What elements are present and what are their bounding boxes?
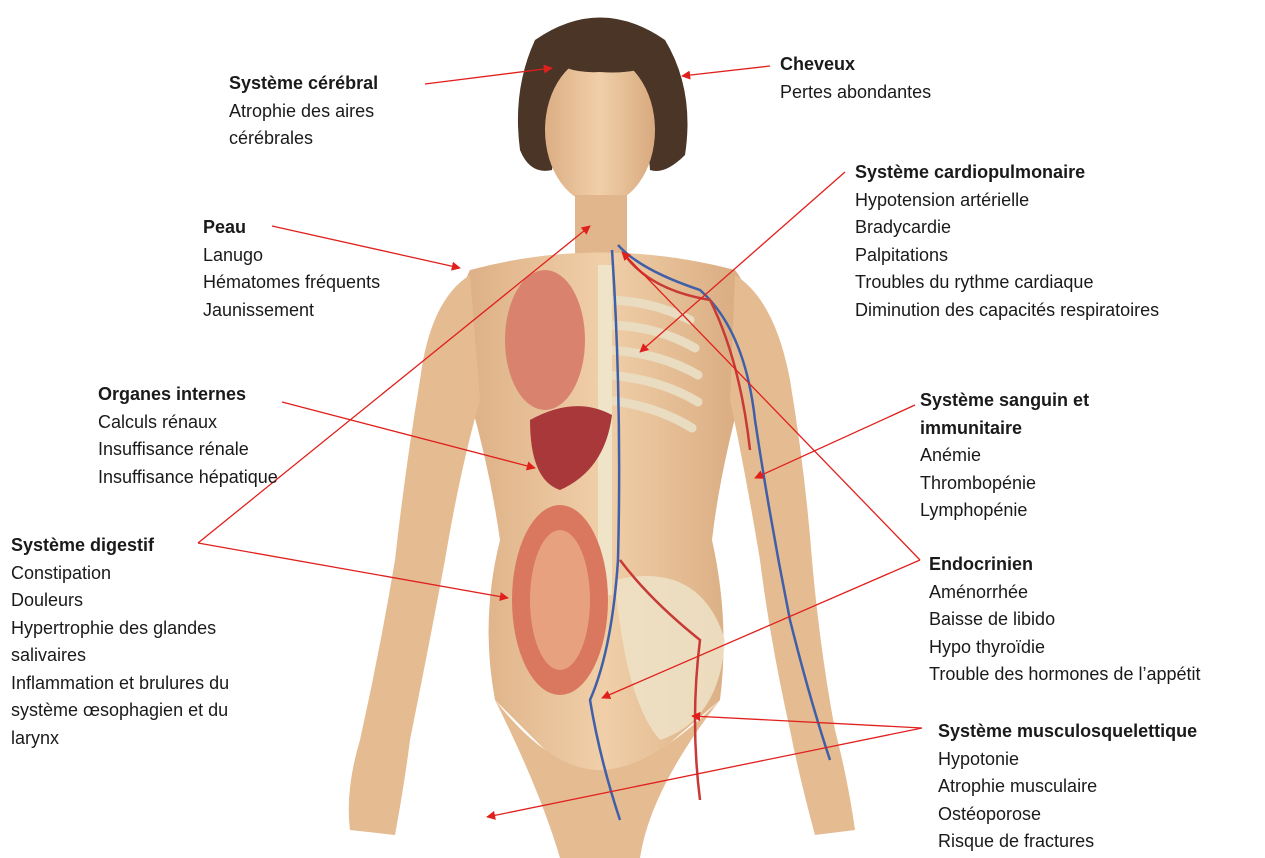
label-item: Troubles du rythme cardiaque xyxy=(855,269,1159,297)
head xyxy=(545,55,655,205)
label-title: Endocrinien xyxy=(929,551,1201,579)
right-arm xyxy=(730,275,855,835)
label-item: salivaires xyxy=(11,642,229,670)
label-item: Risque de fractures xyxy=(938,828,1197,856)
arrow-digestif-2 xyxy=(198,543,508,598)
label-item: Atrophie musculaire xyxy=(938,773,1197,801)
label-item: Hypertrophie des glandes xyxy=(11,615,229,643)
label-item: Jaunissement xyxy=(203,297,380,325)
label-item: Pertes abondantes xyxy=(780,79,931,107)
label-cardio: Système cardiopulmonaire Hypotension art… xyxy=(855,159,1159,324)
label-title: Système digestif xyxy=(11,532,229,560)
label-item: Aménorrhée xyxy=(929,579,1201,607)
label-item: Lanugo xyxy=(203,242,380,270)
label-item: Insuffisance rénale xyxy=(98,436,278,464)
label-title: Système cardiopulmonaire xyxy=(855,159,1159,187)
label-musculo: Système musculosquelettique Hypotonie At… xyxy=(938,718,1197,856)
label-item: Constipation xyxy=(11,560,229,588)
label-item: Douleurs xyxy=(11,587,229,615)
label-title: Cheveux xyxy=(780,51,931,79)
label-item: Hypo thyroïdie xyxy=(929,634,1201,662)
label-item: système œsophagien et du xyxy=(11,697,229,725)
label-item: Palpitations xyxy=(855,242,1159,270)
label-title: Organes internes xyxy=(98,381,278,409)
body-figure xyxy=(349,18,855,858)
label-peau: Peau Lanugo Hématomes fréquents Jaunisse… xyxy=(203,214,380,324)
label-title: Système cérébral xyxy=(229,70,378,98)
label-item: Atrophie des aires xyxy=(229,98,378,126)
label-item: Thrombopénie xyxy=(920,470,1089,498)
label-title: Peau xyxy=(203,214,380,242)
label-item: Trouble des hormones de l’appétit xyxy=(929,661,1201,689)
label-item: Insuffisance hépatique xyxy=(98,464,278,492)
label-title: immunitaire xyxy=(920,415,1089,443)
arrow-cheveux xyxy=(682,66,770,76)
lung xyxy=(505,270,585,410)
label-item: Hématomes fréquents xyxy=(203,269,380,297)
label-sanguin: Système sanguin et immunitaire Anémie Th… xyxy=(920,387,1089,525)
label-item: cérébrales xyxy=(229,125,378,153)
label-endocrinien: Endocrinien Aménorrhée Baisse de libido … xyxy=(929,551,1201,689)
label-cheveux: Cheveux Pertes abondantes xyxy=(780,51,931,106)
label-item: Hypotonie xyxy=(938,746,1197,774)
label-item: Calculs rénaux xyxy=(98,409,278,437)
label-item: larynx xyxy=(11,725,229,753)
label-item: Diminution des capacités respiratoires xyxy=(855,297,1159,325)
label-title: Système musculosquelettique xyxy=(938,718,1197,746)
label-item: Bradycardie xyxy=(855,214,1159,242)
label-digestif: Système digestif Constipation Douleurs H… xyxy=(11,532,229,752)
label-item: Anémie xyxy=(920,442,1089,470)
label-item: Lymphopénie xyxy=(920,497,1089,525)
label-item: Hypotension artérielle xyxy=(855,187,1159,215)
left-arm xyxy=(349,275,480,835)
label-item: Baisse de libido xyxy=(929,606,1201,634)
label-title: Système sanguin et xyxy=(920,387,1089,415)
label-item: Ostéoporose xyxy=(938,801,1197,829)
label-organes: Organes internes Calculs rénaux Insuffis… xyxy=(98,381,278,491)
label-item: Inflammation et brulures du xyxy=(11,670,229,698)
label-cerebral: Système cérébral Atrophie des aires céré… xyxy=(229,70,378,153)
